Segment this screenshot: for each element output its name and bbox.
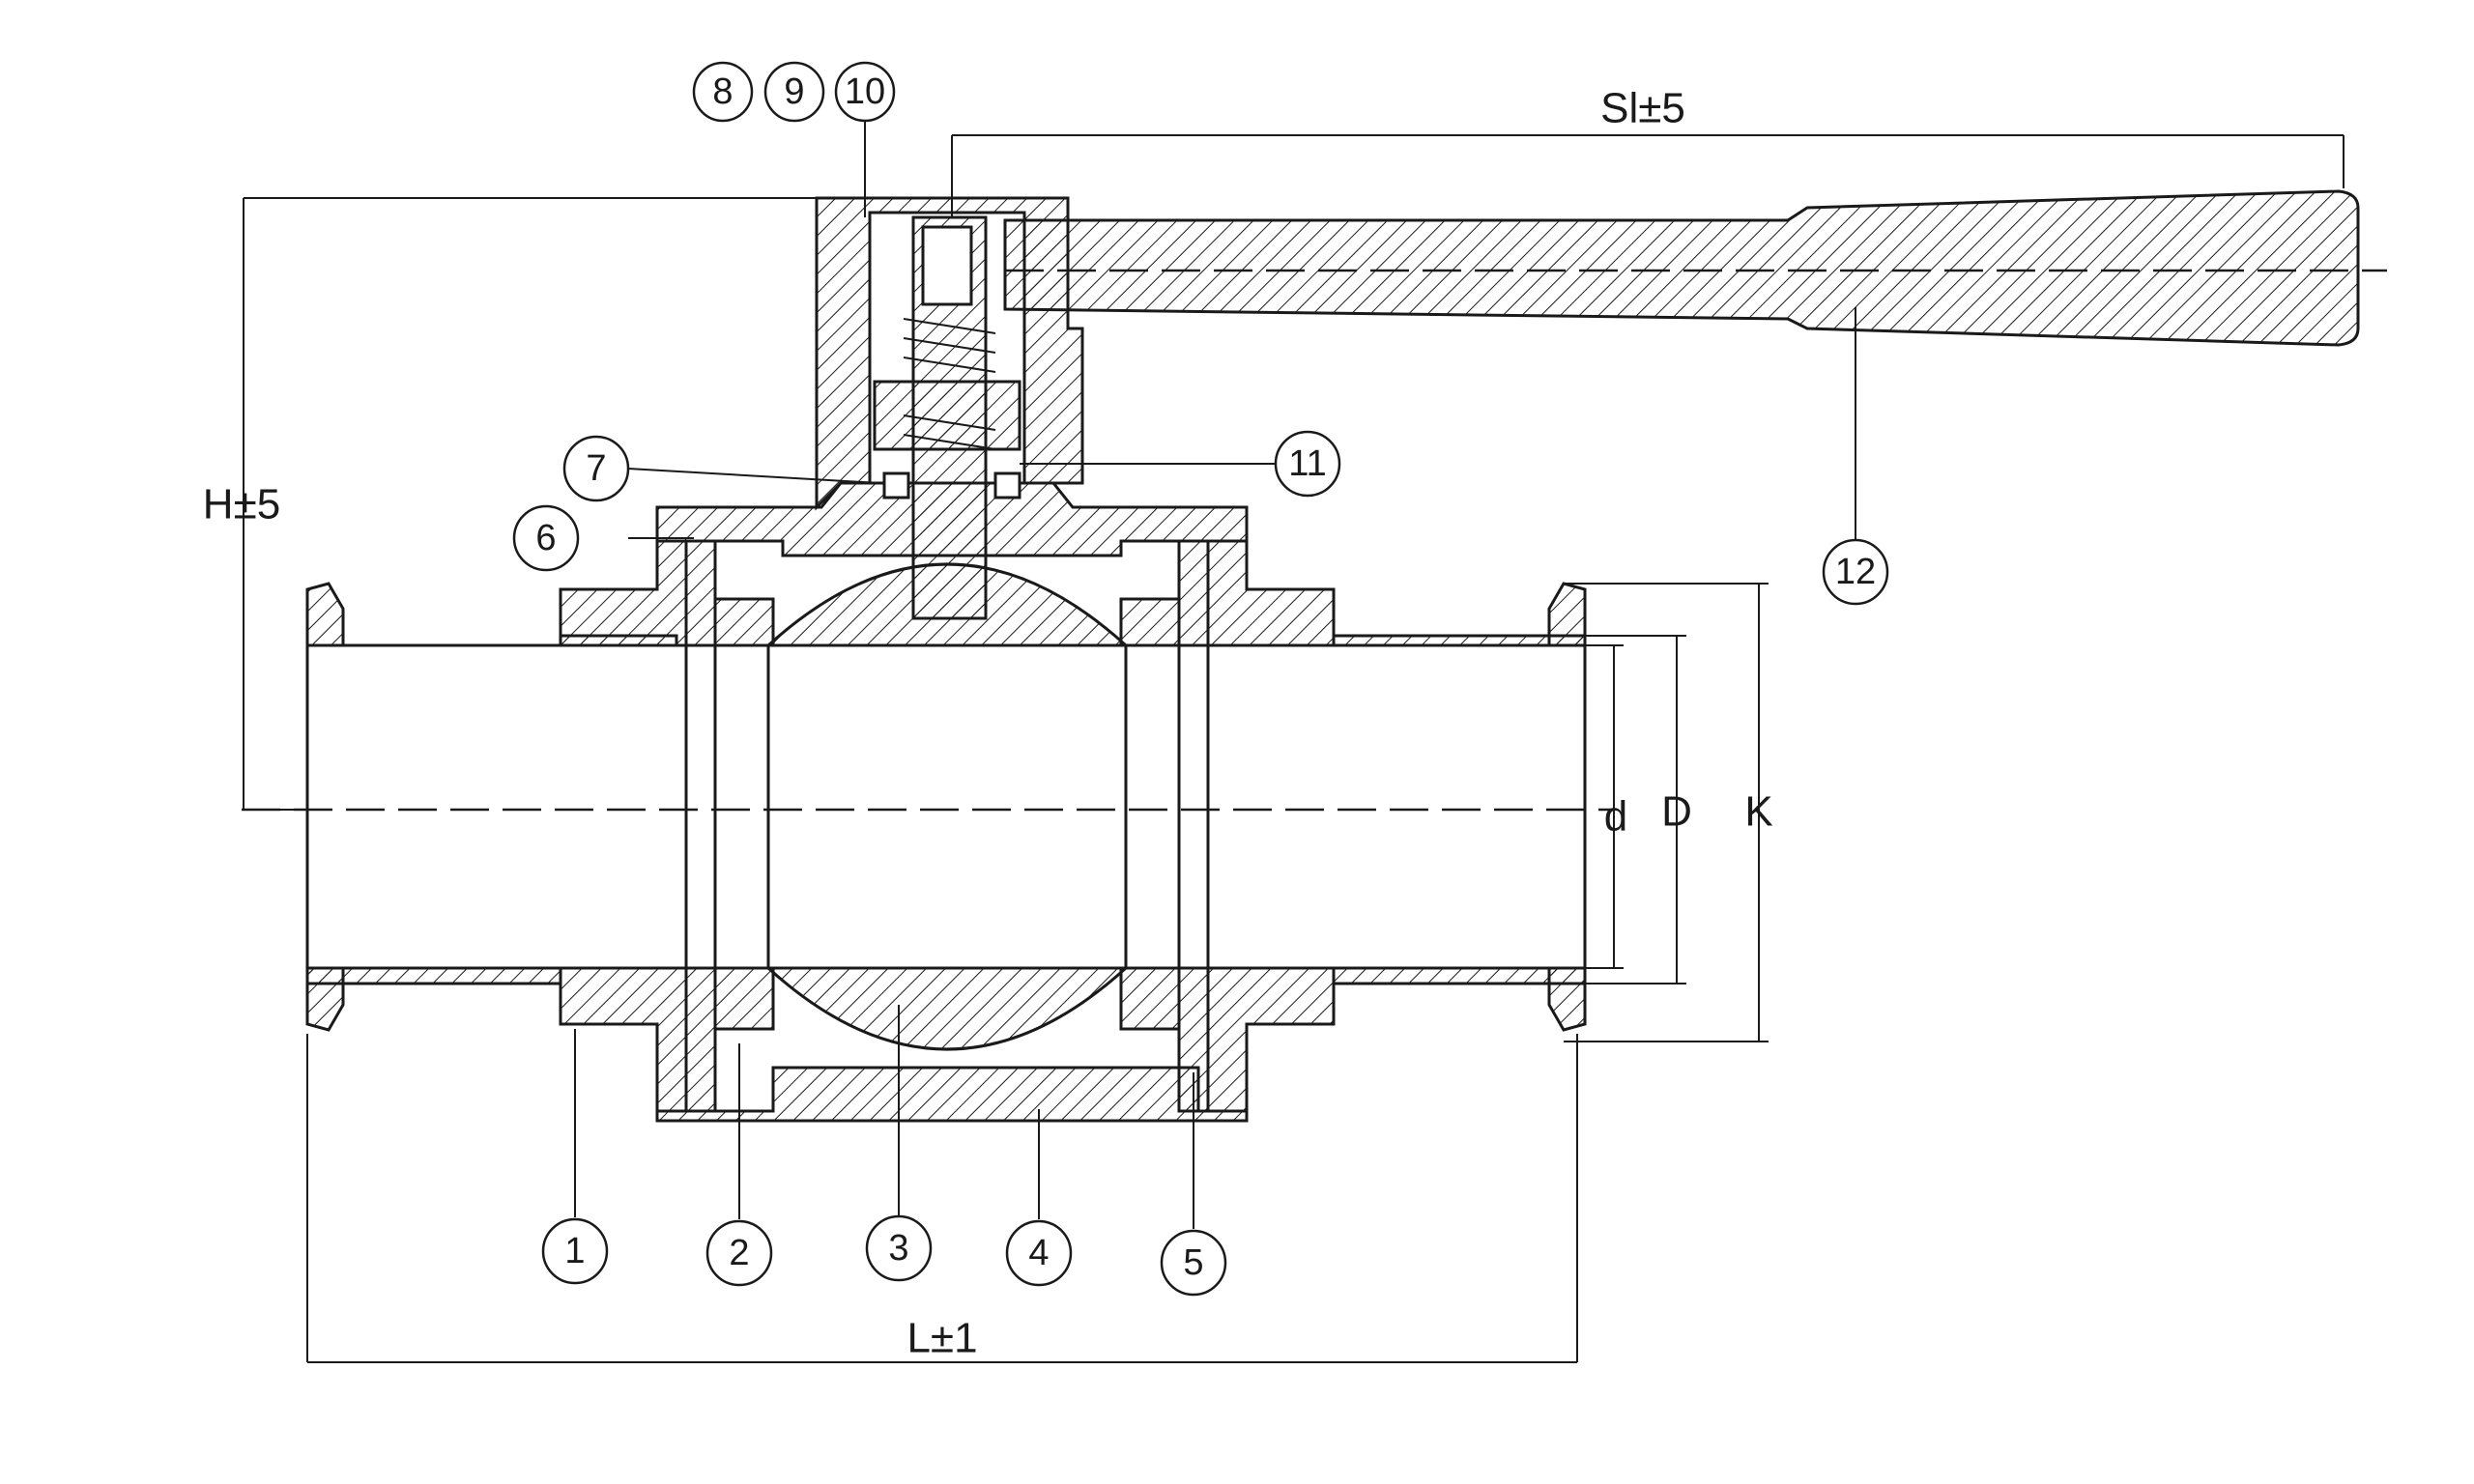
svg-text:11: 11 bbox=[1288, 443, 1326, 484]
dimension-k-label: K bbox=[1744, 788, 1772, 836]
balloon-1: 1 bbox=[541, 1217, 609, 1285]
right-seat-lower bbox=[1119, 966, 1181, 1031]
svg-text:7: 7 bbox=[586, 448, 606, 489]
svg-text:10: 10 bbox=[845, 71, 885, 112]
left-body-upper bbox=[559, 539, 717, 647]
valve-body bbox=[305, 481, 1587, 1123]
dimension-h: H±5 bbox=[203, 197, 817, 811]
left-seat-lower bbox=[713, 966, 775, 1031]
svg-text:12: 12 bbox=[1835, 552, 1876, 592]
balloon-10: 10 bbox=[834, 61, 896, 123]
svg-text:8: 8 bbox=[712, 71, 733, 112]
balloon-3: 3 bbox=[865, 1214, 933, 1282]
ball-lower bbox=[764, 966, 1130, 1051]
dimension-d-small-label: d bbox=[1604, 793, 1627, 841]
handle-lever bbox=[1003, 189, 2360, 347]
gland bbox=[873, 380, 1021, 451]
dimension-l-label: L±1 bbox=[906, 1315, 977, 1362]
right-body-upper bbox=[1177, 539, 1336, 647]
packing-left bbox=[882, 471, 910, 499]
dimension-sl: Sl±5 bbox=[951, 85, 2345, 217]
right-seat bbox=[1119, 597, 1181, 647]
left-end-lower bbox=[305, 966, 345, 1032]
svg-text:1: 1 bbox=[564, 1231, 585, 1271]
handle bbox=[1003, 189, 2387, 347]
svg-text:2: 2 bbox=[729, 1233, 749, 1273]
packing-right bbox=[993, 471, 1021, 499]
svg-text:6: 6 bbox=[535, 518, 556, 558]
balloon-12: 12 bbox=[1822, 538, 1889, 606]
svg-text:3: 3 bbox=[888, 1228, 908, 1269]
left-seat bbox=[713, 597, 775, 647]
dimension-d-large-label: D bbox=[1661, 788, 1692, 836]
right-body-lower bbox=[1177, 966, 1336, 1113]
balloon-6: 6 bbox=[512, 504, 580, 572]
stem-nut bbox=[921, 225, 973, 306]
balloon-2: 2 bbox=[705, 1219, 773, 1287]
leader-lines bbox=[574, 121, 1856, 1229]
svg-text:4: 4 bbox=[1028, 1233, 1049, 1273]
dimension-d-large: D bbox=[1585, 635, 1692, 985]
dimension-d-small: d bbox=[1585, 644, 1627, 969]
left-end-upper bbox=[305, 582, 345, 647]
svg-text:9: 9 bbox=[784, 71, 804, 112]
balloon-5: 5 bbox=[1160, 1229, 1227, 1297]
balloon-7: 7 bbox=[562, 435, 630, 502]
left-body-lower bbox=[559, 966, 717, 1113]
svg-text:5: 5 bbox=[1183, 1242, 1203, 1283]
balloon-4: 4 bbox=[1005, 1219, 1073, 1287]
balloon-9: 9 bbox=[763, 61, 825, 123]
dimension-h-label: H±5 bbox=[203, 481, 280, 528]
balloon-8: 8 bbox=[692, 61, 754, 123]
right-pipe-lower-wall bbox=[1332, 966, 1587, 985]
right-end-lower bbox=[1547, 966, 1587, 1032]
center-body-bottom bbox=[655, 1066, 1249, 1123]
dimension-sl-label: Sl±5 bbox=[1600, 85, 1685, 132]
dimension-k: K bbox=[1564, 583, 1773, 1042]
balloon-11: 11 bbox=[1274, 430, 1341, 498]
spring bbox=[903, 318, 996, 450]
dimension-l: L±1 bbox=[306, 1034, 1578, 1363]
left-pipe-lower-wall bbox=[305, 966, 562, 985]
